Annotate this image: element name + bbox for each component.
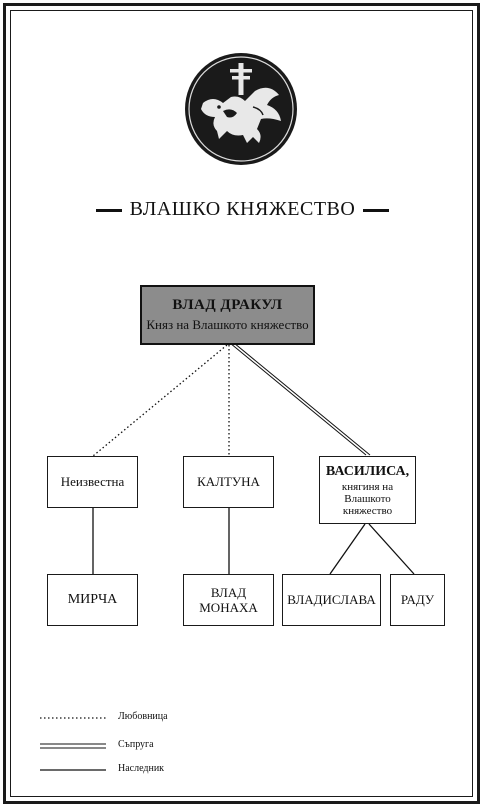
child-name-2: ВЛАД МОНАХА: [199, 585, 258, 615]
partner-subtitle-3: княгиня на Влашкото княжество: [341, 480, 394, 517]
legend-lover-label: Любовница: [118, 711, 168, 722]
partner-name-3: ВАСИЛИСА,: [325, 463, 410, 479]
partner-name-1: Неизвестна: [60, 474, 125, 489]
child-box-3: ВЛАДИСЛАВА: [282, 574, 381, 626]
dragon-emblem-icon: [185, 53, 297, 165]
child-name-1: МИРЧА: [67, 592, 118, 607]
title-right-dash: [363, 208, 390, 212]
child-box-2: ВЛАД МОНАХА: [183, 574, 274, 626]
child-name-3: ВЛАДИСЛАВА: [287, 592, 376, 607]
legend-heir-label: Наследник: [118, 763, 165, 774]
heir-line-3: [329, 523, 366, 575]
partner-box-3: ВАСИЛИСА, княгиня на Влашкото княжество: [319, 456, 416, 524]
outer-frame: [3, 3, 480, 804]
root-subtitle: Княз на Влашкото княжество: [146, 317, 309, 332]
spouse-line-b: [233, 342, 371, 456]
child-box-4: РАДУ: [390, 574, 445, 626]
title-text: ВЛАШКО КНЯЖЕСТВО: [129, 198, 356, 220]
spouse-line-a: [229, 342, 367, 456]
legend-spouse-label: Съпруга: [118, 739, 154, 750]
root-person-box: ВЛАД ДРАКУЛ Княз на Влашкото княжество: [140, 285, 315, 345]
child-box-1: МИРЧА: [47, 574, 138, 626]
heir-line-4: [368, 523, 415, 575]
partner-box-2: КАЛТУНА: [183, 456, 274, 508]
inner-frame: [10, 10, 473, 797]
lover-line-1: [92, 344, 228, 457]
title-left-dash: [95, 208, 122, 212]
partner-name-2: КАЛТУНА: [197, 474, 260, 489]
page-title: ВЛАШКО КНЯЖЕСТВО: [0, 198, 485, 221]
root-name: ВЛАД ДРАКУЛ: [172, 297, 283, 313]
child-name-4: РАДУ: [400, 592, 435, 607]
partner-box-1: Неизвестна: [47, 456, 138, 508]
